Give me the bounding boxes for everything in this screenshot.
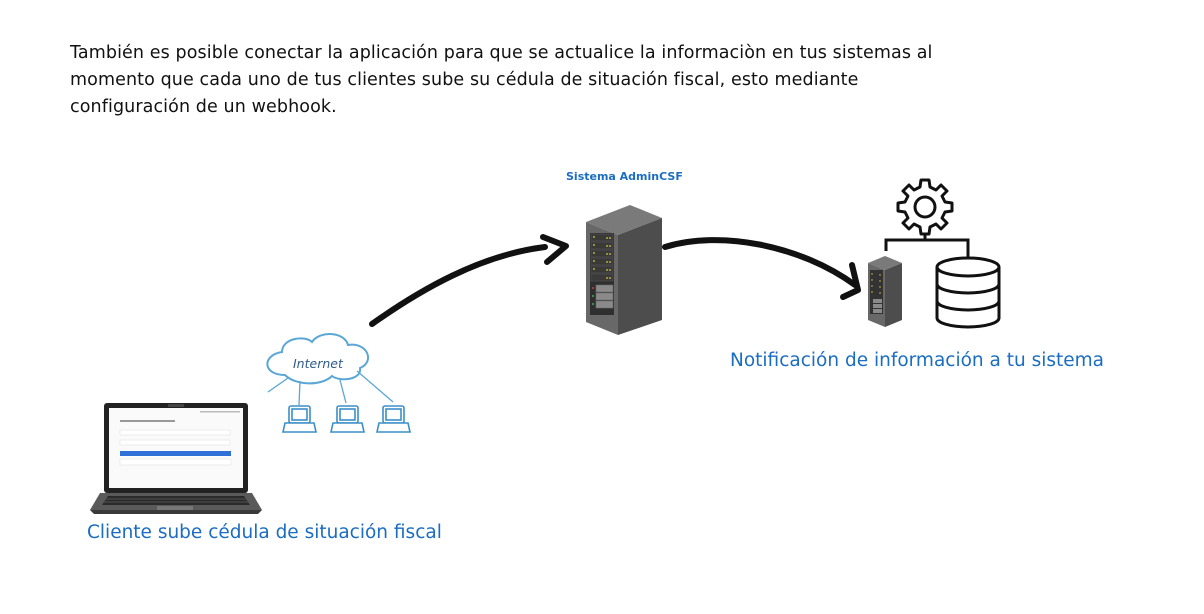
gear-icon — [896, 178, 954, 236]
client-computers — [282, 405, 411, 433]
database-icon — [935, 256, 1001, 329]
server-rack-icon — [586, 205, 662, 335]
laptop-screen-form — [119, 411, 240, 466]
computer-icon — [282, 405, 317, 433]
destination-label: Notificación de información a tu sistema — [730, 350, 1105, 371]
computer-icon — [330, 405, 365, 433]
computer-icon — [376, 405, 411, 433]
small-server-icon — [868, 256, 902, 327]
intro-line-2: momento que cada uno de tus clientes sub… — [70, 70, 859, 90]
network-lines — [267, 370, 394, 406]
intro-line-3: configuración de un webhook. — [70, 97, 337, 117]
server-label: Sistema AdminCSF — [566, 170, 683, 183]
internet-cloud-icon: Internet — [266, 333, 370, 385]
intro-line-1: También es posible conectar la aplicació… — [70, 43, 933, 63]
intro-text: También es posible conectar la aplicació… — [70, 40, 1070, 121]
connector-lines — [884, 234, 970, 258]
client-label: Cliente sube cédula de situación fiscal — [87, 522, 442, 543]
laptop-icon — [90, 403, 262, 514]
arrow-to-server — [369, 234, 569, 327]
internet-label: Internet — [293, 356, 344, 371]
arrow-to-destination — [662, 237, 861, 300]
